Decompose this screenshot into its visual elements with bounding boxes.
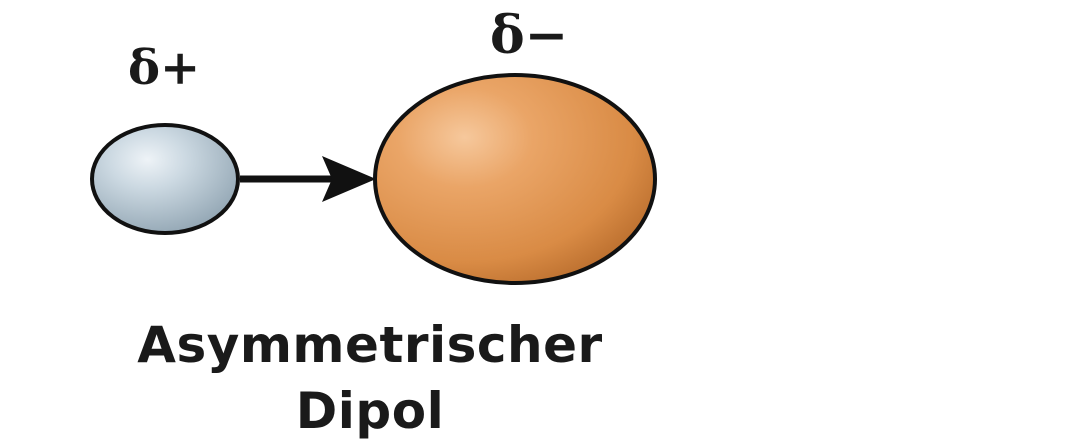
caption-line-1: Asymmetrischer xyxy=(137,316,603,374)
caption-line-2: Dipol xyxy=(295,382,445,440)
partial-negative-charge-label: δ− xyxy=(490,5,569,66)
small-atom xyxy=(90,123,240,235)
dipole-arrow xyxy=(240,156,376,202)
partial-positive-charge-label: δ+ xyxy=(128,40,201,96)
large-atom xyxy=(373,73,657,285)
